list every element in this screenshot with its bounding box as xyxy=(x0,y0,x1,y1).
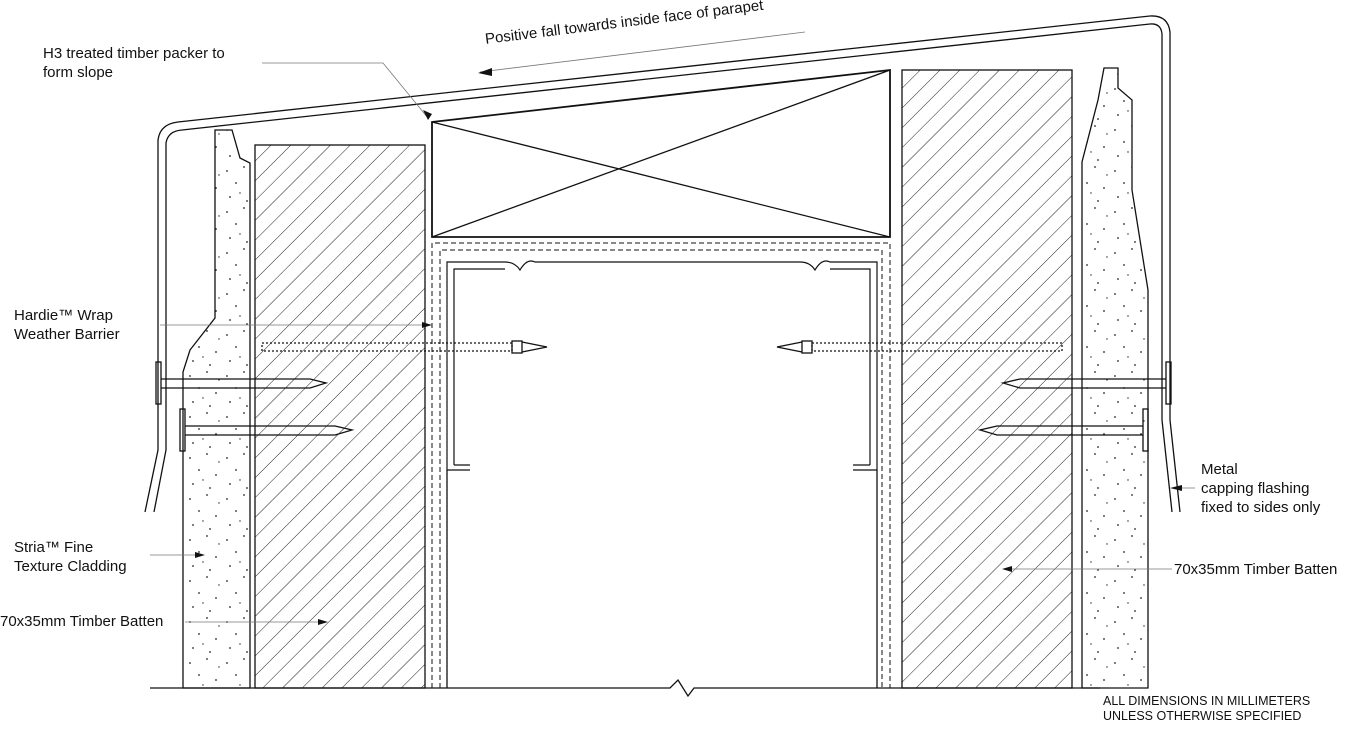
nail-right-2 xyxy=(977,408,1149,452)
screw-right xyxy=(776,340,1063,354)
baseline-break xyxy=(150,678,1100,698)
arrowhead xyxy=(1170,485,1182,491)
label-line: Metal xyxy=(1201,461,1238,478)
cladding-right xyxy=(1081,67,1149,689)
nail-right-1 xyxy=(1000,361,1172,405)
arrowhead xyxy=(195,552,205,558)
label-packer: H3 treated timber packer to form slope xyxy=(43,44,225,82)
label-line: capping flashing xyxy=(1201,480,1310,497)
weather-barrier-inner xyxy=(439,249,883,688)
arrowhead xyxy=(478,68,492,76)
label-line: Weather Barrier xyxy=(14,326,120,343)
arrowhead xyxy=(318,619,328,625)
timber-batten-left xyxy=(254,144,426,689)
steel-stud xyxy=(446,260,878,471)
nail-left-1 xyxy=(155,361,329,405)
cladding-left xyxy=(182,129,251,689)
label-line: Texture Cladding xyxy=(14,558,127,575)
leader-lines xyxy=(150,31,1195,623)
packer-cross-line xyxy=(431,69,891,238)
arrowheads xyxy=(195,68,1182,625)
capping-flashing-inner xyxy=(153,23,1173,513)
leader-packer xyxy=(262,62,429,119)
arrowhead xyxy=(423,110,432,120)
label-batten-right: 70x35mm Timber Batten xyxy=(1174,561,1338,578)
arrowhead xyxy=(422,322,432,328)
nail-left-2 xyxy=(179,408,355,452)
leader-fall xyxy=(479,31,806,73)
arrowhead xyxy=(1002,566,1012,572)
label-line: form slope xyxy=(43,64,114,81)
label-batten-left: 70x35mm Timber Batten xyxy=(0,613,164,630)
label-flashing: Metal capping flashing fixed to sides only xyxy=(1201,460,1320,517)
screw-left xyxy=(261,340,548,354)
label-line: H3 treated timber packer to xyxy=(43,45,225,62)
note-line: ALL DIMENSIONS IN MILLIMETERS xyxy=(1103,694,1311,708)
weather-barrier xyxy=(431,242,891,688)
packer-cross-line xyxy=(431,121,891,238)
label-line: fixed to sides only xyxy=(1201,499,1321,516)
note-line: UNLESS OTHERWISE SPECIFIED xyxy=(1103,709,1302,723)
label-line: Hardie™ Wrap xyxy=(14,307,113,324)
label-line: Stria™ Fine xyxy=(14,539,94,556)
capping-flashing xyxy=(144,15,1181,513)
